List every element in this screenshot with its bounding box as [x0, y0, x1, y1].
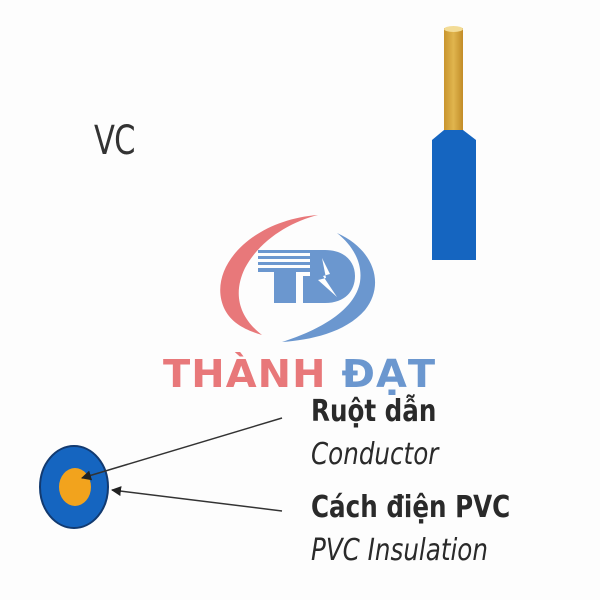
insulation-arrow — [111, 486, 283, 512]
conductor-arrow — [81, 417, 283, 481]
conductor-label-vi: Ruột dẫn — [311, 394, 437, 429]
conductor-tip — [444, 26, 463, 32]
wire-conductor — [444, 28, 463, 140]
conductor-label-en: Conductor — [311, 437, 439, 472]
brand-logo — [220, 215, 376, 342]
conductor-section — [59, 468, 91, 506]
cable-cross-section — [39, 445, 109, 529]
wire-illustration — [432, 26, 476, 260]
logo-red-arc — [220, 215, 318, 335]
wire-insulation — [432, 130, 476, 260]
brand-name: THÀNH ĐẠT — [163, 352, 436, 396]
product-code: VC — [94, 118, 135, 164]
insulation-label-en: PVC Insulation — [311, 533, 488, 568]
brand-name-part1: THÀNH — [163, 352, 327, 396]
brand-name-part2: ĐẠT — [341, 352, 437, 396]
logo-blue-arc — [282, 233, 376, 342]
insulation-label-vi: Cách điện PVC — [311, 490, 511, 525]
